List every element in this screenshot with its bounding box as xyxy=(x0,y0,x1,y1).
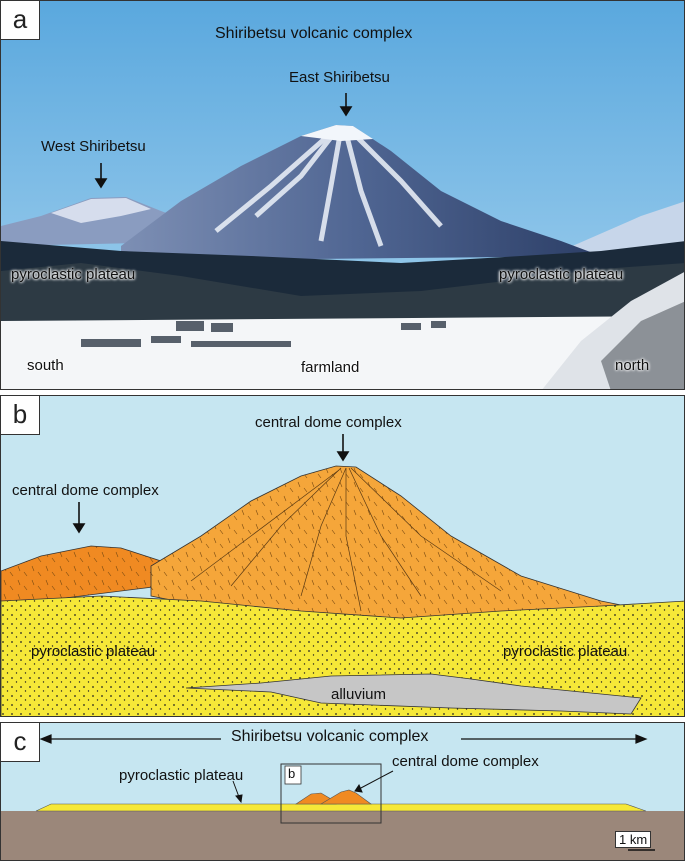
complex-title: Shiribetsu volcanic complex xyxy=(215,25,413,42)
farmland-label: farmland xyxy=(301,359,360,376)
north-label: north xyxy=(615,357,650,374)
plateau-left-label: pyroclastic plateau xyxy=(11,266,136,283)
plateau-right-label-b: pyroclastic plateau xyxy=(503,643,628,660)
dome-ridges xyxy=(190,467,502,612)
dome-large xyxy=(319,789,372,805)
panel-b-sketch: b central dome complex central dome comp… xyxy=(0,395,685,717)
east-shiribetsu-label: East Shiribetsu xyxy=(289,69,390,86)
scale-label: 1 km xyxy=(615,831,652,848)
plateau-label-c: pyroclastic plateau xyxy=(119,767,244,784)
inset-box-b xyxy=(280,763,382,824)
central-dome-label-main: central dome complex xyxy=(255,414,402,431)
panel-letter-a: a xyxy=(1,1,40,40)
snow-gullies xyxy=(214,125,443,247)
extent-arrow xyxy=(39,734,648,744)
panel-letter-b: b xyxy=(1,396,40,435)
complex-title-c: Shiribetsu volcanic complex xyxy=(231,728,429,745)
geology-sketch xyxy=(1,434,684,716)
panel-c-section: c Shiribetsu volcanic complex pyroclasti… xyxy=(0,722,685,861)
ground xyxy=(1,811,684,860)
main-dome xyxy=(150,465,652,627)
inset-label-b: b xyxy=(288,766,296,781)
alluvium-label: alluvium xyxy=(331,686,387,703)
panel-a-photo: a Shiribetsu volcanic complex East Shiri… xyxy=(0,0,685,390)
snow-field xyxy=(1,316,684,389)
plateau-layer xyxy=(35,803,647,812)
west-shiribetsu-label: West Shiribetsu xyxy=(41,138,146,155)
central-dome-label-left: central dome complex xyxy=(12,482,159,499)
alluvium xyxy=(185,673,642,715)
buildings xyxy=(81,321,446,347)
landscape-photo xyxy=(1,1,684,389)
south-label: south xyxy=(27,357,64,374)
plateau-right-label: pyroclastic plateau xyxy=(499,266,624,283)
central-dome-label-c: central dome complex xyxy=(392,753,539,770)
panel-letter-c: c xyxy=(1,723,40,762)
plateau-left-label-b: pyroclastic plateau xyxy=(31,643,156,660)
cross-section xyxy=(1,734,684,860)
